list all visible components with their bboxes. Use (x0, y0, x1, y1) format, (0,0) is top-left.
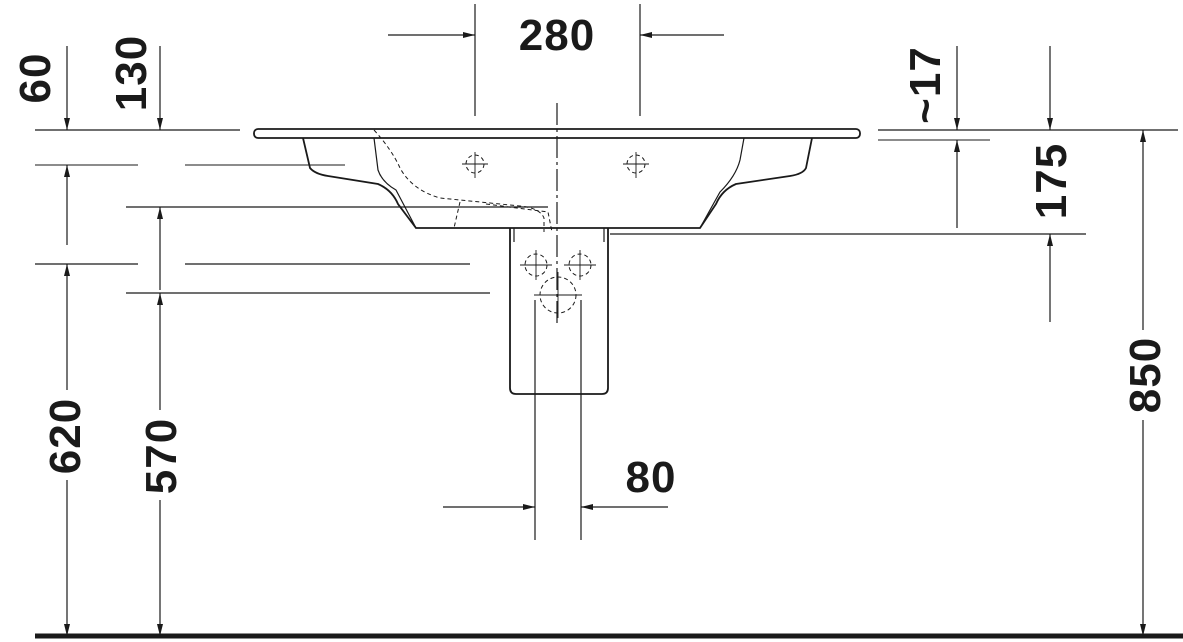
tap-hole-left (462, 152, 488, 178)
dim-label-570: 570 (137, 418, 186, 494)
dim-label-620: 620 (41, 398, 90, 474)
dim-label-17: ~17 (901, 46, 950, 124)
dim-label-280: 280 (519, 11, 595, 60)
dim-label-850: 850 (1121, 337, 1170, 413)
reference-lines (35, 129, 1178, 294)
siphon-cover (509, 227, 609, 395)
dimension-basin-depth (954, 46, 1053, 322)
dim-label-175: 175 (1027, 143, 1076, 219)
dimension-tap-spacing (388, 4, 724, 116)
dim-label-130: 130 (107, 35, 156, 111)
tap-hole-right (623, 152, 649, 178)
trap-pipe-lines (534, 300, 582, 540)
dim-label-60: 60 (11, 53, 60, 104)
dim-label-80: 80 (626, 453, 677, 502)
